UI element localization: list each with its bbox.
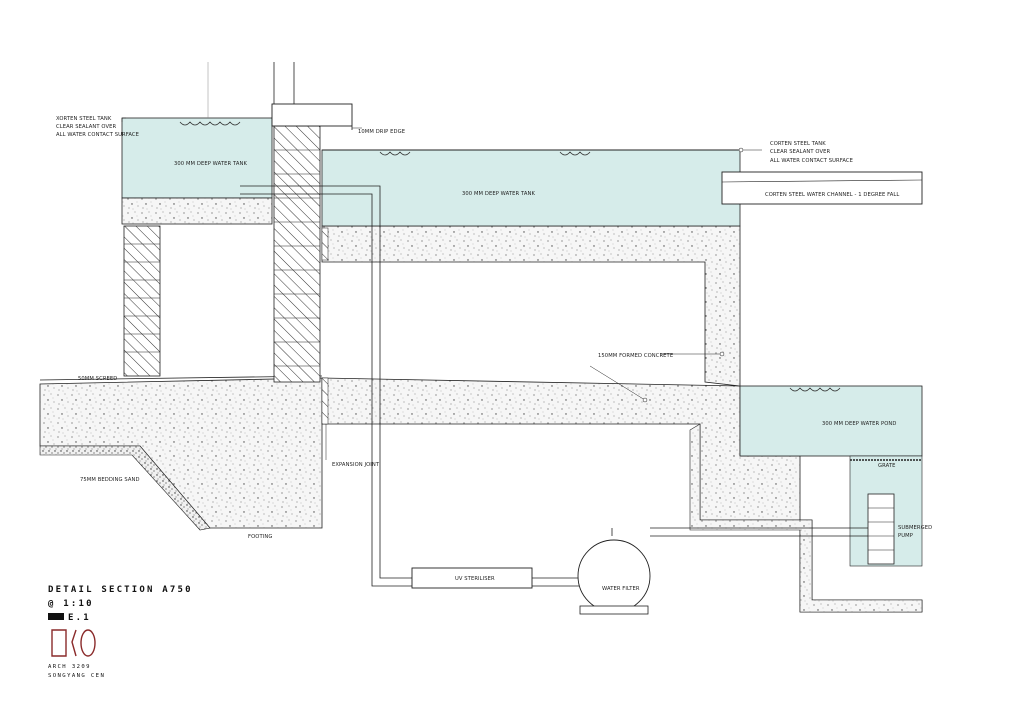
label-expansion-joint: EXPANSION JOINT [332,462,380,468]
label-left-tank-spec-2: CLEAR SEALANT OVER [56,124,116,130]
submerged-pump [867,493,895,565]
label-right-tank-spec-3: ALL WATER CONTACT SURFACE [770,158,853,164]
label-uv-steriliser: UV STERILISER [455,576,495,582]
title-sheet: E.1 [68,613,91,623]
label-formed-concrete: 150MM FORMED CONCRETE [598,353,673,359]
water-filter [577,539,651,613]
author-name: SONGYANG CEN [48,673,105,679]
label-bedding-sand: 75MM BEDDING SAND [80,477,140,483]
label-grate: GRATE [878,463,896,469]
uv-steriliser [411,567,533,589]
label-left-tank-spec-1: XORTEN STEEL TANK [56,116,112,122]
label-footing: FOOTING [248,534,272,540]
label-right-tank-spec-1: CORTEN STEEL TANK [770,141,826,147]
label-submerged-pump-2: PUMP [898,533,913,539]
corten-channel [721,171,923,205]
bedding-sand [39,445,211,531]
logo-mark [51,629,96,657]
label-right-tank-spec-2: CLEAR SEALANT OVER [770,149,830,155]
label-water-filter: WATER FILTER [602,586,640,592]
sump-wall [689,423,923,613]
center-brick-wall [273,125,321,383]
label-pond: 300 MM DEEP WATER POND [822,421,896,427]
label-submerged-pump-1: SUBMERGED [898,525,932,531]
label-left-tank-spec-3: ALL WATER CONTACT SURFACE [56,132,139,138]
label-channel: CORTEN STEEL WATER CHANNEL - 1 DEGREE FA… [765,192,899,198]
left-brick-column [123,225,161,377]
title-scale: @ 1:10 [48,599,94,609]
label-screed: 50MM SCREED [78,376,117,382]
left-water-tank [121,117,273,199]
course-code: ARCH 3209 [48,664,91,670]
label-left-tank-depth: 300 MM DEEP WATER TANK [174,161,247,167]
title-detail-section: DETAIL SECTION A750 [48,585,193,595]
water-pond [739,385,923,457]
label-main-tank-depth: 300 MM DEEP WATER TANK [462,191,535,197]
upper-concrete-frame [321,225,741,387]
sheet-marker [48,613,64,620]
main-water-tank [321,149,741,227]
label-drip-edge: 10MM DRIP EDGE [358,129,405,135]
